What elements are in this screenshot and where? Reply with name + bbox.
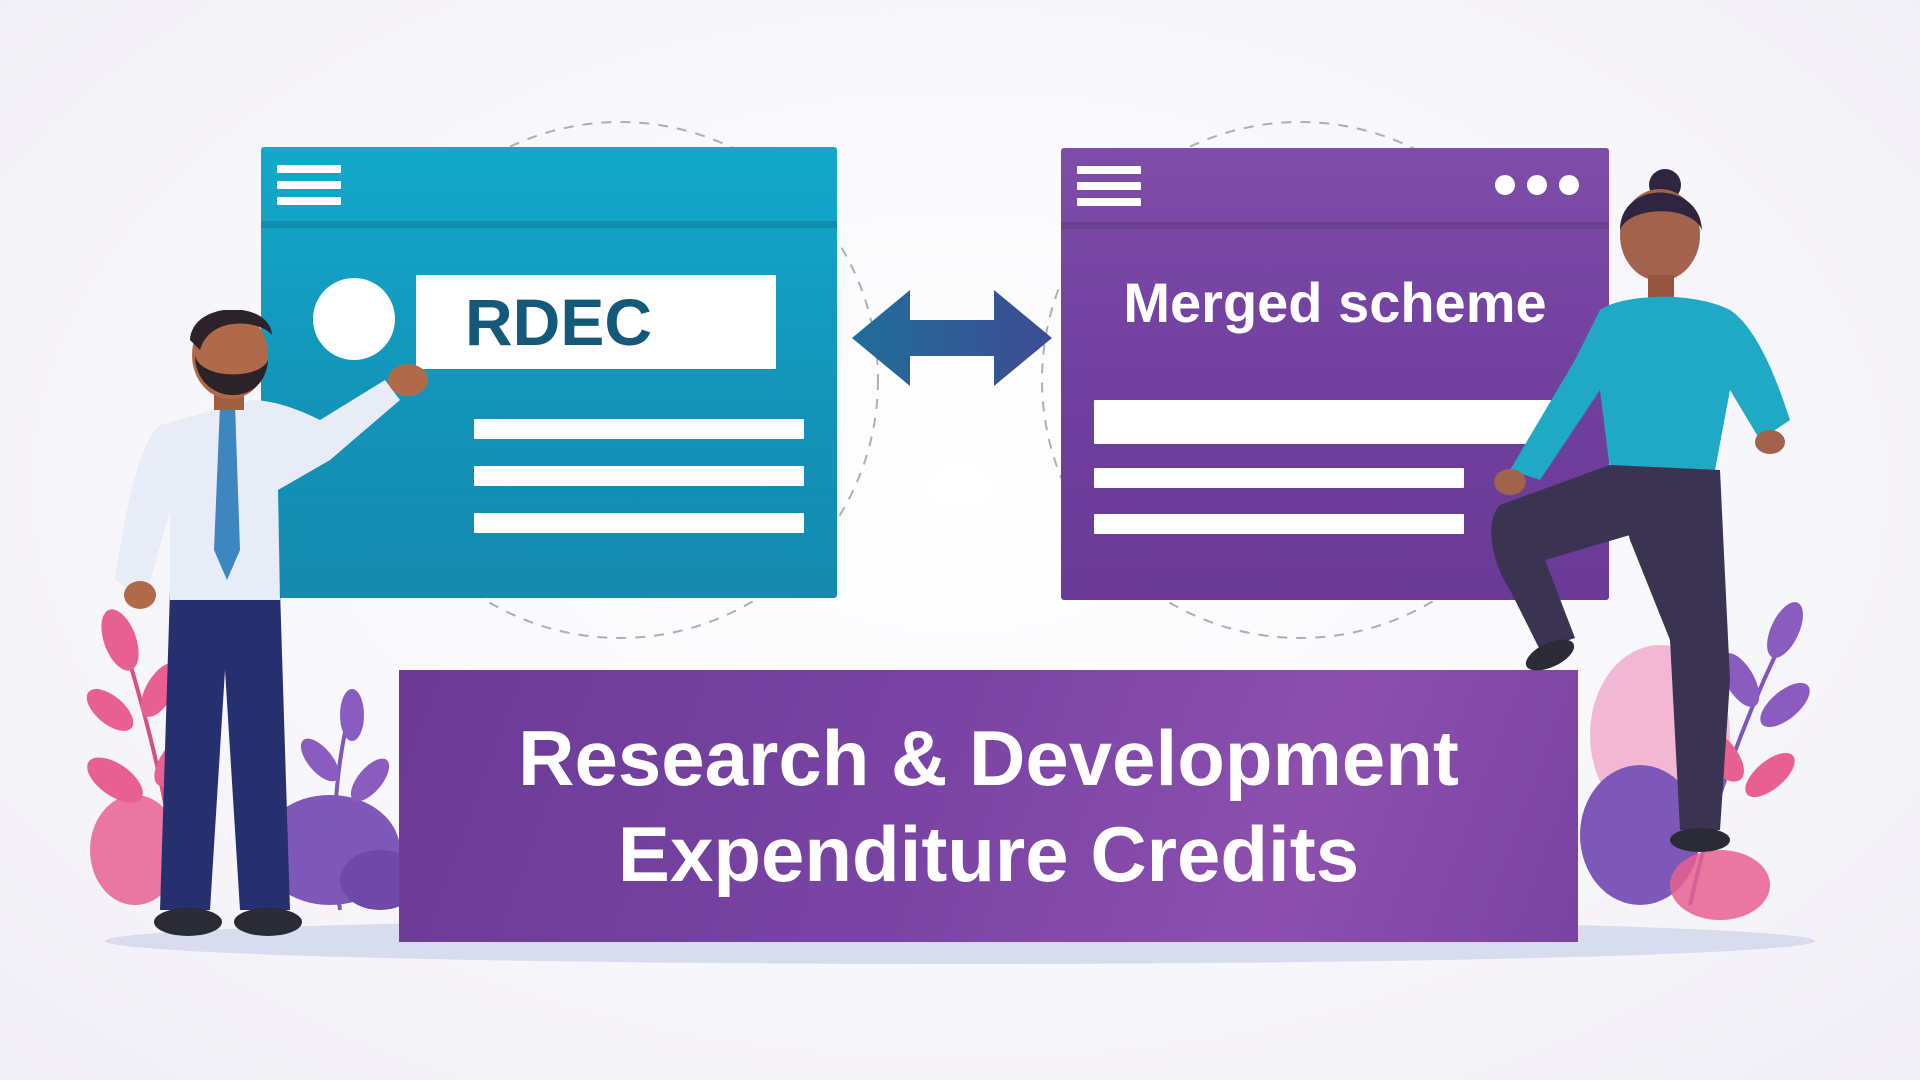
man-presenter-illustration: [115, 310, 428, 936]
title-banner: Research & Development Expenditure Credi…: [399, 670, 1578, 942]
text-line: [474, 513, 804, 533]
hamburger-menu-icon[interactable]: [277, 165, 341, 213]
text-line: [1094, 514, 1464, 534]
hamburger-menu-icon[interactable]: [1077, 166, 1141, 214]
more-dots-icon[interactable]: [1495, 175, 1579, 195]
merged-scheme-title: Merged scheme: [1123, 271, 1547, 334]
rdec-window: [261, 147, 837, 598]
text-line: [1094, 400, 1564, 444]
window-header-divider: [261, 221, 837, 228]
banner-line-2: Expenditure Credits: [617, 810, 1360, 898]
woman-standing-illustration: [1491, 169, 1790, 852]
rdec-label: RDEC: [416, 275, 776, 369]
window-header-divider: [1061, 222, 1609, 229]
text-line: [474, 419, 804, 439]
double-arrow-icon: [852, 290, 1052, 386]
text-line: [1094, 468, 1464, 488]
avatar-circle: [313, 278, 395, 360]
text-line: [474, 466, 804, 486]
banner-line-1: Research & Development: [518, 714, 1459, 802]
